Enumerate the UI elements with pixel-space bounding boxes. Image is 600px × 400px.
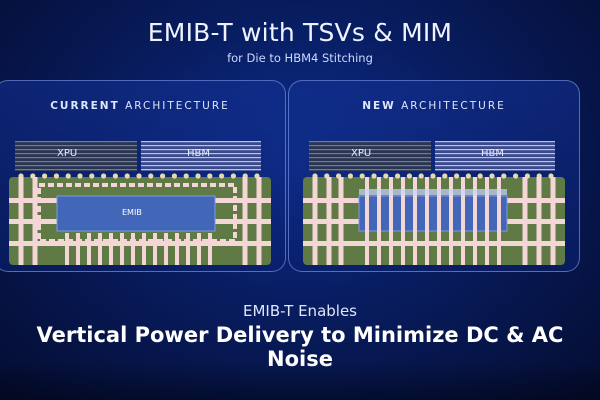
current-emib-label: EMIB bbox=[122, 208, 142, 217]
current-hbm-label: HBM bbox=[187, 148, 211, 159]
current-via bbox=[120, 233, 124, 265]
new-hbm-die bbox=[435, 141, 555, 171]
current-emib-bridge bbox=[56, 195, 216, 232]
new-via bbox=[536, 177, 542, 265]
current-xpu-label: XPU bbox=[57, 148, 78, 159]
current-bump bbox=[183, 173, 189, 179]
new-tsv bbox=[485, 177, 489, 265]
new-bump bbox=[359, 173, 365, 179]
current-bump bbox=[207, 173, 213, 179]
current-via bbox=[98, 233, 102, 265]
new-bump bbox=[430, 173, 436, 179]
audience-shadow bbox=[0, 360, 600, 400]
current-via bbox=[186, 233, 190, 265]
new-architecture-panel: NEW ARCHITECTURE bbox=[288, 80, 580, 272]
current-bump bbox=[230, 173, 236, 179]
slide-title: EMIB-T with TSVs & MIM bbox=[147, 18, 453, 47]
current-via bbox=[197, 233, 201, 265]
current-via bbox=[153, 233, 157, 265]
current-bump bbox=[65, 173, 71, 179]
current-via bbox=[76, 233, 80, 265]
current-architecture-diagram bbox=[9, 141, 271, 265]
current-bump bbox=[195, 173, 201, 179]
new-tsv bbox=[473, 177, 477, 265]
current-bump bbox=[171, 173, 177, 179]
current-bump bbox=[136, 173, 142, 179]
current-label-rest: ARCHITECTURE bbox=[119, 100, 230, 112]
current-bump bbox=[77, 173, 83, 179]
new-hbm-label: HBM bbox=[481, 148, 505, 159]
new-tsv bbox=[437, 177, 441, 265]
current-via bbox=[131, 233, 135, 265]
new-tsv bbox=[377, 177, 381, 265]
current-via bbox=[65, 233, 69, 265]
new-bump bbox=[406, 173, 412, 179]
footer-line-1: EMIB-T Enables bbox=[242, 302, 357, 320]
new-via bbox=[338, 177, 344, 265]
new-tsv bbox=[389, 177, 393, 265]
new-bump bbox=[465, 173, 471, 179]
new-bump bbox=[371, 173, 377, 179]
current-architecture-panel: CURRENT ARCHITECTURE bbox=[0, 80, 286, 272]
current-label-bold: CURRENT bbox=[50, 100, 120, 112]
new-tsv bbox=[461, 177, 465, 265]
new-tsv bbox=[449, 177, 453, 265]
current-bump bbox=[160, 173, 166, 179]
current-hbm-die bbox=[141, 141, 261, 171]
new-tsv bbox=[401, 177, 405, 265]
new-via bbox=[312, 177, 318, 265]
current-bump bbox=[89, 173, 95, 179]
current-bump bbox=[42, 173, 48, 179]
current-bump bbox=[148, 173, 154, 179]
new-xpu-die bbox=[309, 141, 431, 171]
new-architecture-diagram bbox=[303, 141, 565, 265]
new-mim-layer bbox=[359, 189, 507, 195]
new-bump bbox=[418, 173, 424, 179]
current-via bbox=[208, 233, 212, 265]
new-architecture-label: NEW ARCHITECTURE bbox=[289, 100, 579, 112]
new-tsv bbox=[413, 177, 417, 265]
new-bump bbox=[454, 173, 460, 179]
new-bump bbox=[442, 173, 448, 179]
new-xpu-label: XPU bbox=[351, 148, 372, 159]
new-via bbox=[522, 177, 528, 265]
new-via bbox=[550, 177, 556, 265]
new-bump bbox=[489, 173, 495, 179]
new-bumps bbox=[312, 173, 554, 179]
new-bump bbox=[477, 173, 483, 179]
new-bump bbox=[395, 173, 401, 179]
current-xpu-die bbox=[15, 141, 137, 171]
current-bumps bbox=[18, 173, 260, 179]
current-bump bbox=[101, 173, 107, 179]
new-label-rest: ARCHITECTURE bbox=[395, 100, 506, 112]
current-bump bbox=[219, 173, 225, 179]
current-via bbox=[142, 233, 146, 265]
new-tsv-power-paths bbox=[312, 177, 556, 265]
new-tsv bbox=[365, 177, 369, 265]
new-label-bold: NEW bbox=[362, 100, 396, 112]
new-tsv bbox=[425, 177, 429, 265]
new-via bbox=[326, 177, 332, 265]
new-bump bbox=[383, 173, 389, 179]
current-via bbox=[87, 233, 91, 265]
current-via bbox=[109, 233, 113, 265]
new-bump bbox=[501, 173, 507, 179]
new-emib-t-bridge bbox=[358, 195, 508, 232]
new-bump bbox=[513, 173, 519, 179]
current-architecture-label: CURRENT ARCHITECTURE bbox=[0, 100, 285, 112]
current-via bbox=[175, 233, 179, 265]
footer-line-2: Vertical Power Delivery to Minimize DC &… bbox=[36, 323, 564, 371]
slide-subtitle: for Die to HBM4 Stitching bbox=[227, 51, 373, 65]
current-bump bbox=[112, 173, 118, 179]
new-bump bbox=[347, 173, 353, 179]
current-bump bbox=[124, 173, 130, 179]
current-via bbox=[164, 233, 168, 265]
new-tsv bbox=[497, 177, 501, 265]
current-bump bbox=[53, 173, 59, 179]
